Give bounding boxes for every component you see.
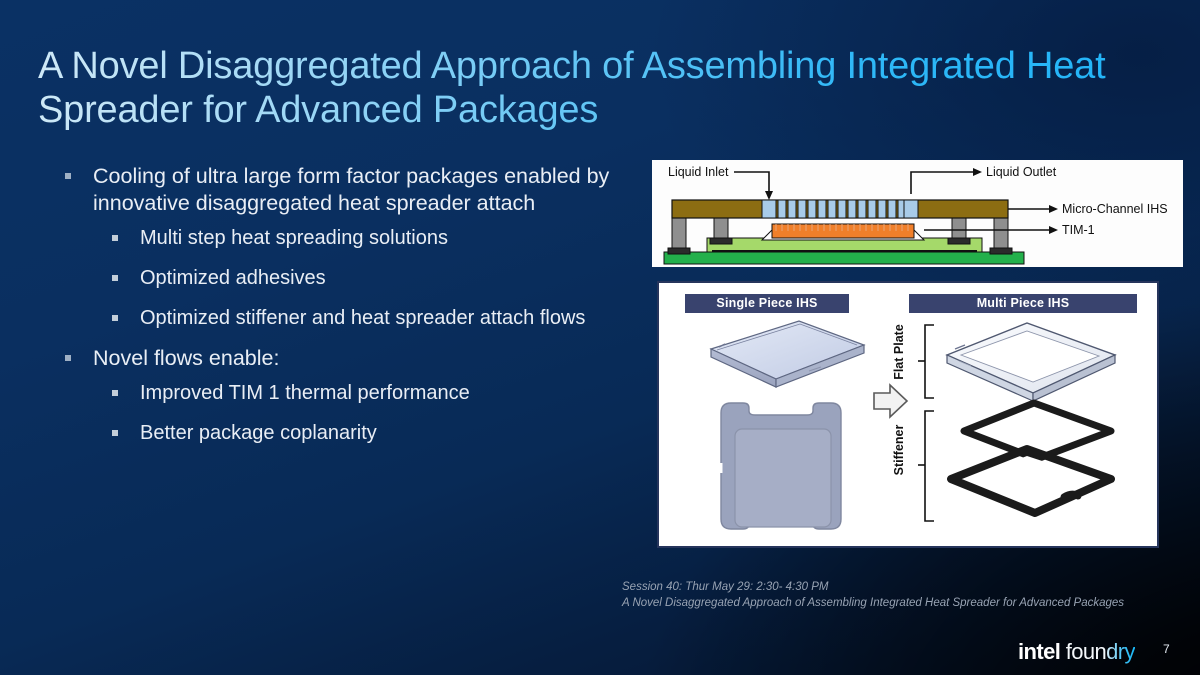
list-item-label: Optimized stiffener and heat spreader at… (140, 307, 586, 329)
logo-intel-text: intel (1018, 639, 1061, 664)
figure-header-multi-piece: Multi Piece IHS (909, 294, 1137, 313)
list-item: Multi step heat spreading solutions (60, 225, 620, 252)
list-item: Improved TIM 1 thermal performance (60, 380, 620, 407)
caption-line-1: Session 40: Thur May 29: 2:30- 4:30 PM (622, 581, 829, 593)
list-item: Optimized adhesives (60, 265, 620, 292)
figure-header-single-piece: Single Piece IHS (685, 294, 849, 313)
list-item: Optimized stiffener and heat spreader at… (60, 305, 620, 332)
list-item: Better package coplanarity (60, 420, 620, 447)
list-item-label: Improved TIM 1 thermal performance (140, 382, 470, 404)
bullet-square-icon (112, 315, 118, 321)
list-item-label: Cooling of ultra large form factor packa… (93, 164, 610, 215)
figure-label-flat-plate: Flat Plate (892, 324, 906, 380)
intel-foundry-logo: intel foundry (1018, 639, 1136, 664)
session-caption: Session 40: Thur May 29: 2:30- 4:30 PM A… (622, 580, 1170, 611)
figure-ihs-comparison: Single Piece IHS Multi Piece IHS Flat Pl… (657, 281, 1159, 548)
list-item-label: Novel flows enable: (93, 346, 280, 370)
figure-label-stiffener: Stiffener (892, 424, 906, 476)
logo-foun-text: foun (1060, 639, 1107, 664)
bullet-list: Cooling of ultra large form factor packa… (60, 163, 620, 460)
page-title: A Novel Disaggregated Approach of Assemb… (38, 44, 1168, 132)
page-number: 7 (1163, 642, 1170, 656)
bullet-square-icon (65, 355, 71, 361)
list-item: Cooling of ultra large form factor packa… (60, 163, 620, 217)
bullet-square-icon (112, 430, 118, 436)
svg-text:Micro-Channel IHS: Micro-Channel IHS (1062, 202, 1168, 216)
list-item: Novel flows enable: (60, 345, 620, 372)
svg-text:Liquid Outlet: Liquid Outlet (986, 165, 1057, 179)
list-item-label: Optimized adhesives (140, 267, 326, 289)
list-item-label: Multi step heat spreading solutions (140, 227, 448, 249)
bullet-square-icon (112, 235, 118, 241)
bullet-square-icon (112, 275, 118, 281)
list-item-label: Better package coplanarity (140, 422, 377, 444)
logo-dry-text: dry (1106, 639, 1135, 664)
bullet-square-icon (65, 173, 71, 179)
bullet-square-icon (112, 390, 118, 396)
figure-microchannel-ihs: Liquid Inlet Liquid Outlet Micro-Channel… (652, 160, 1183, 267)
caption-line-2: A Novel Disaggregated Approach of Assemb… (622, 596, 1125, 609)
svg-text:Liquid Inlet: Liquid Inlet (668, 165, 729, 179)
svg-text:TIM-1: TIM-1 (1062, 223, 1095, 237)
